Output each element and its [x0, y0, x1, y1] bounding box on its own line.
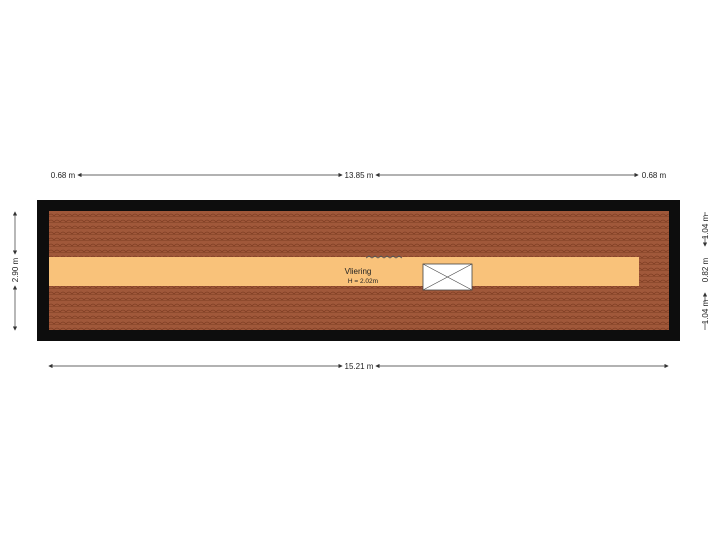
roof-window-icon — [422, 263, 473, 291]
room-name: Vliering — [345, 267, 372, 276]
dimension-top-right: 0.68 m — [642, 171, 667, 180]
right-dimensions: 1.04 m 0.82 m 1.04 m — [701, 212, 710, 330]
dimension-top-left: 0.68 m — [51, 171, 76, 180]
dimension-top-middle: 13.85 m — [345, 171, 374, 180]
top-dimension-row: 0.68 m 13.85 m 0.68 m — [51, 171, 667, 180]
dimension-left-height: 2.90 m — [11, 257, 20, 282]
room-vliering — [49, 257, 639, 286]
bottom-dimension-row: 15.21 m — [48, 362, 669, 371]
dimension-right-top: 1.04 m — [701, 214, 710, 239]
left-dimension: 2.90 m — [11, 211, 20, 331]
room-height: H = 2.02m — [348, 278, 378, 285]
stairs-zigzag-icon — [365, 255, 403, 259]
dimension-right-bottom: 1.04 m — [701, 299, 710, 324]
dimension-bottom-total: 15.21 m — [345, 362, 374, 371]
dimension-right-middle: 0.82 m — [701, 257, 710, 282]
